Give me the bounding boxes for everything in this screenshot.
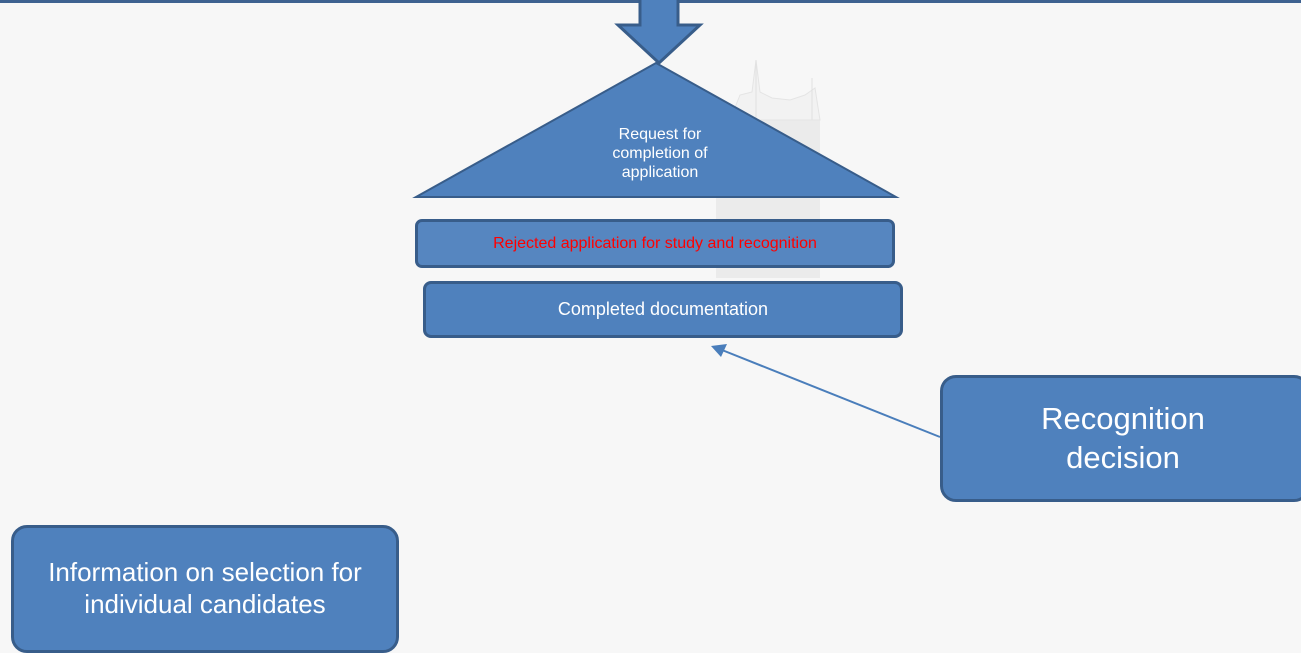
recognition-decision-label: Recognition decision	[1041, 400, 1205, 475]
information-selection-label: Information on selection for individual …	[48, 557, 362, 619]
connector-line	[721, 349, 941, 438]
recognition-decision-box: Recognition decision	[940, 375, 1301, 502]
completed-documentation-label: Completed documentation	[557, 299, 769, 319]
down-arrow-icon	[614, 0, 704, 66]
triangle-label: Request for completion of application	[612, 126, 708, 182]
rejected-application-label: Rejected application for study and recog…	[493, 234, 817, 252]
information-selection-box: Information on selection for individual …	[11, 525, 399, 653]
rejected-application-box: Rejected application for study and recog…	[415, 219, 895, 268]
request-triangle	[412, 61, 900, 198]
connector-arrowhead-icon	[711, 344, 727, 357]
completed-documentation-box: Completed documentation	[423, 281, 903, 338]
